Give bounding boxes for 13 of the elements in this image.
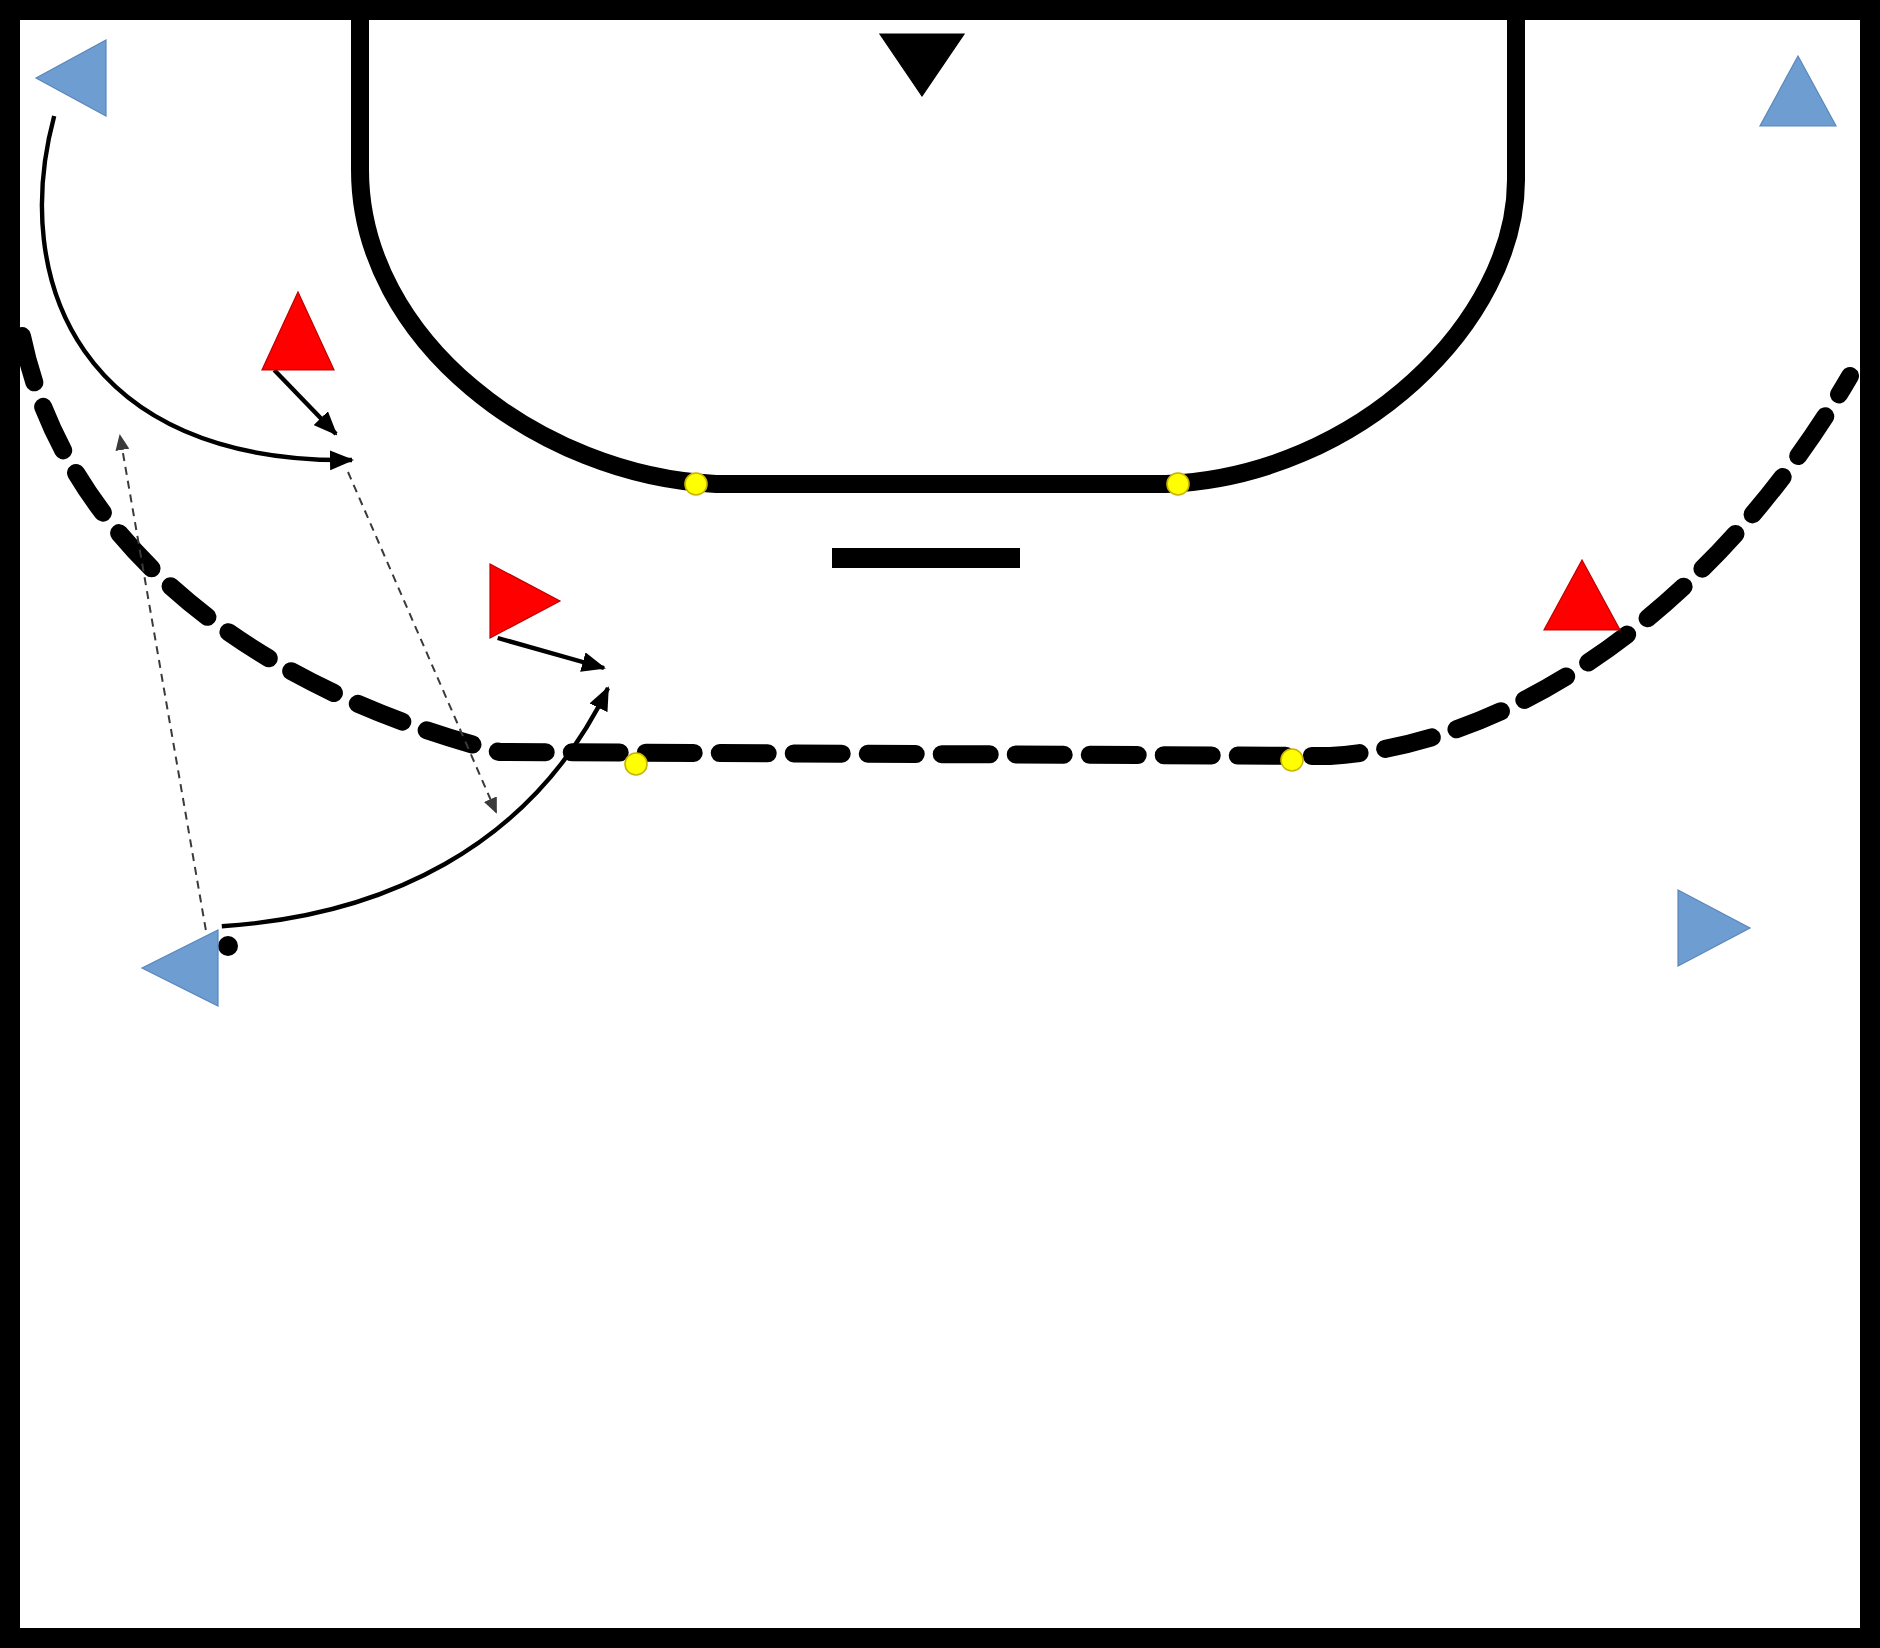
defender-triangle bbox=[490, 564, 560, 638]
defender-triangle bbox=[1544, 560, 1620, 630]
attacker-triangle bbox=[1760, 56, 1836, 126]
attacker-triangle bbox=[1678, 890, 1750, 966]
pass-arrow bbox=[115, 434, 207, 931]
attacker-triangle bbox=[142, 930, 218, 1006]
movement-arrow bbox=[497, 635, 606, 672]
attacker-triangle bbox=[36, 40, 106, 116]
goalkeeper-triangle bbox=[880, 34, 964, 96]
movement-arrow bbox=[39, 115, 354, 470]
movement-arrow bbox=[272, 368, 338, 436]
defender-triangle bbox=[262, 292, 334, 370]
movement-arrow bbox=[221, 686, 610, 929]
